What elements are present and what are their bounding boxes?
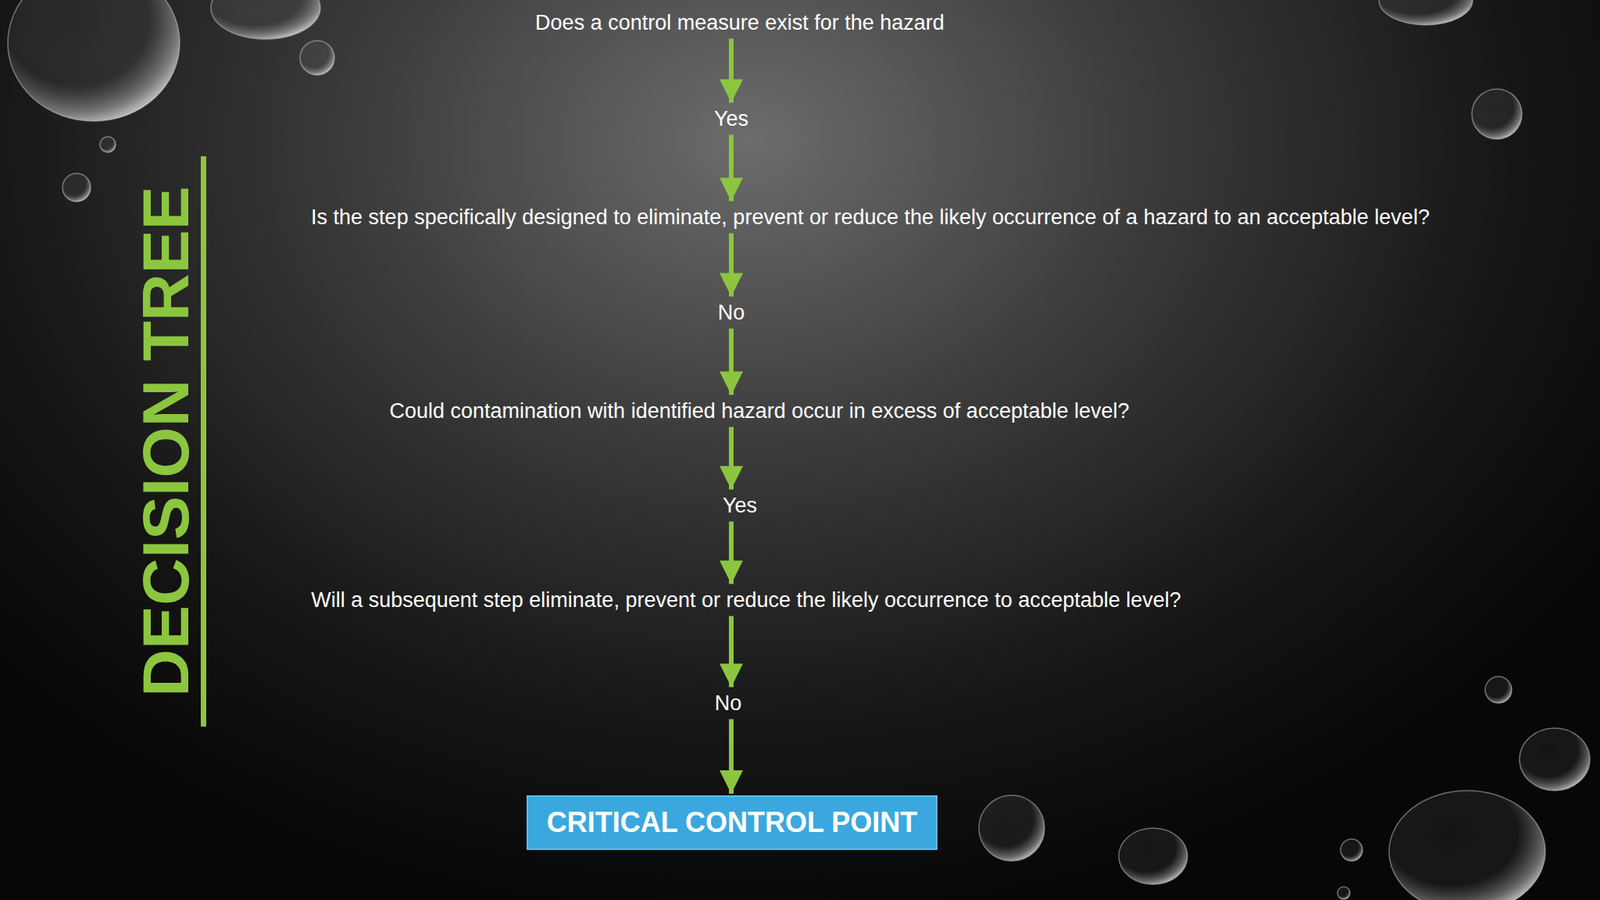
flow-arrow — [728, 719, 734, 795]
droplet — [1389, 790, 1546, 900]
answer-label: No — [708, 689, 749, 718]
node-text: Does a control measure exist for the haz… — [535, 10, 945, 36]
droplet-group — [7, 0, 1590, 900]
droplet — [1337, 886, 1350, 900]
droplet — [978, 795, 1045, 861]
droplet — [1471, 89, 1522, 140]
question-text: Will a subsequent step eliminate, preven… — [304, 585, 1188, 615]
droplet — [300, 40, 335, 75]
node-text: No — [714, 691, 743, 716]
droplet — [1118, 828, 1188, 885]
flow-arrow — [728, 233, 734, 297]
droplet — [210, 0, 321, 40]
node-text: Yes — [722, 493, 758, 518]
flow-arrow — [728, 328, 734, 396]
droplet — [1519, 728, 1590, 791]
flow-arrow — [728, 39, 734, 104]
answer-label: Yes — [716, 491, 764, 521]
node-text: Will a subsequent step eliminate, preven… — [310, 588, 1182, 613]
answer-label: Yes — [707, 104, 755, 134]
question-text: Does a control measure exist for the haz… — [528, 8, 951, 38]
node-text: Yes — [714, 107, 749, 132]
droplet — [7, 0, 180, 122]
droplet — [62, 173, 91, 202]
title-rule — [200, 156, 207, 727]
node-text: Could contamination with identified haza… — [389, 399, 1129, 424]
node-text: CRITICAL CONTROL POINT — [546, 806, 918, 840]
droplet — [1378, 0, 1473, 25]
question-text: Is the step specifically designed to eli… — [304, 203, 1436, 233]
flow-arrow — [728, 135, 734, 202]
flow-arrow — [728, 521, 734, 585]
droplet — [100, 136, 116, 153]
answer-label: No — [711, 298, 752, 328]
flow-arrow — [728, 616, 734, 688]
result-box: CRITICAL CONTROL POINT — [526, 795, 939, 850]
node-text: Is the step specifically designed to eli… — [310, 205, 1430, 230]
diagram-title: DECISION TREE — [132, 185, 199, 697]
flow-arrow — [728, 427, 734, 490]
droplet — [1340, 839, 1363, 861]
droplet — [1485, 676, 1512, 704]
node-text: No — [717, 300, 746, 325]
question-text: Could contamination with identified haza… — [382, 396, 1136, 426]
